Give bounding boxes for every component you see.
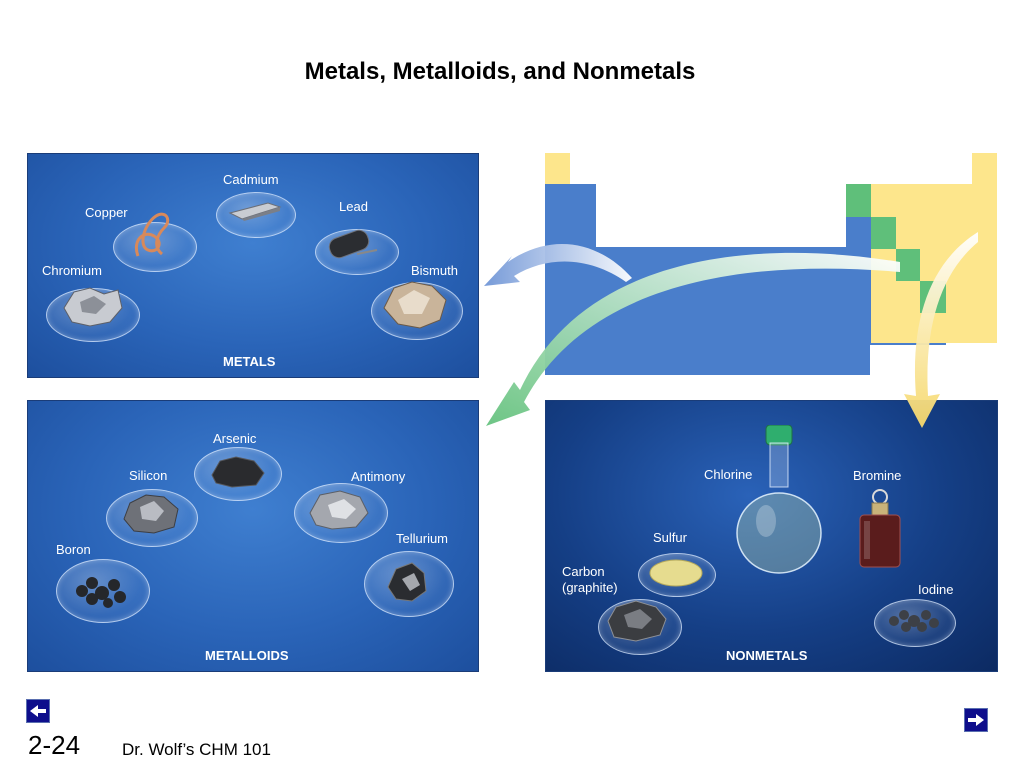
metalloids-caption: METALLOIDS [205, 648, 289, 663]
bismuth-sample [380, 278, 450, 335]
sample-label-cadmium: Cadmium [223, 172, 279, 187]
next-slide-button[interactable] [964, 708, 988, 732]
cadmium-sample [228, 199, 282, 226]
sample-label-carbon: Carbon (graphite) [562, 564, 618, 595]
slide-number: 2-24 [28, 730, 81, 760]
sample-label-copper: Copper [85, 205, 128, 220]
tellurium-sample [382, 557, 432, 612]
sample-label-sulfur: Sulfur [653, 530, 687, 545]
copper-dish [113, 222, 197, 272]
silicon-sample [120, 491, 182, 542]
carbon-graphite-sample [604, 599, 670, 648]
metals-photo-panel: Cadmium Copper Lead Chromium Bismuth MET… [27, 153, 479, 378]
sample-label-boron: Boron [56, 542, 91, 557]
back-arrow-icon [30, 705, 46, 717]
sample-label-antimony: Antimony [351, 469, 406, 484]
sample-label-bromine: Bromine [853, 468, 902, 483]
sulfur-sample [646, 555, 706, 594]
sample-label-chromium: Chromium [42, 263, 102, 278]
nonmetal-region [871, 184, 997, 343]
previous-slide-button[interactable] [26, 699, 50, 723]
metal-region-group2 [570, 184, 596, 375]
forward-arrow-icon [968, 714, 984, 726]
sample-label-tellurium: Tellurium [396, 531, 449, 546]
nonmetals-caption: NONMETALS [726, 648, 808, 663]
sample-label-lead: Lead [339, 199, 368, 214]
hydrogen-cell [545, 153, 570, 184]
bromine-bottle [854, 487, 906, 574]
boron-sample [70, 569, 134, 618]
metalloids-photo-panel: Arsenic Silicon Antimony Boron Tellurium… [27, 400, 479, 672]
sample-label-iodine: Iodine [918, 582, 954, 597]
sample-label-bismuth: Bismuth [411, 263, 458, 278]
metal-region-group1 [545, 153, 570, 375]
iodine-sample [884, 603, 944, 642]
lead-sample [323, 224, 379, 269]
sample-label-chlorine: Chlorine [704, 467, 753, 482]
metal-region-transition [596, 247, 846, 375]
metals-caption: METALS [223, 354, 276, 369]
metalloid-region [846, 184, 871, 217]
arsenic-sample [208, 453, 268, 494]
periodic-table-diagram [545, 153, 997, 375]
chromium-sample [60, 282, 126, 335]
sample-label-silicon: Silicon [129, 468, 168, 483]
antimony-sample [306, 487, 372, 538]
chlorine-flask [734, 424, 824, 580]
nonmetals-photo-panel: Chlorine Bromine Sulfur Carbon (graphite… [545, 400, 998, 672]
sample-label-arsenic: Arsenic [213, 431, 257, 446]
copper-sample [128, 206, 178, 267]
footer-course-label: Dr. Wolf’s CHM 101 [122, 740, 271, 759]
slide-title: Metals, Metalloids, and Nonmetals [304, 58, 696, 85]
